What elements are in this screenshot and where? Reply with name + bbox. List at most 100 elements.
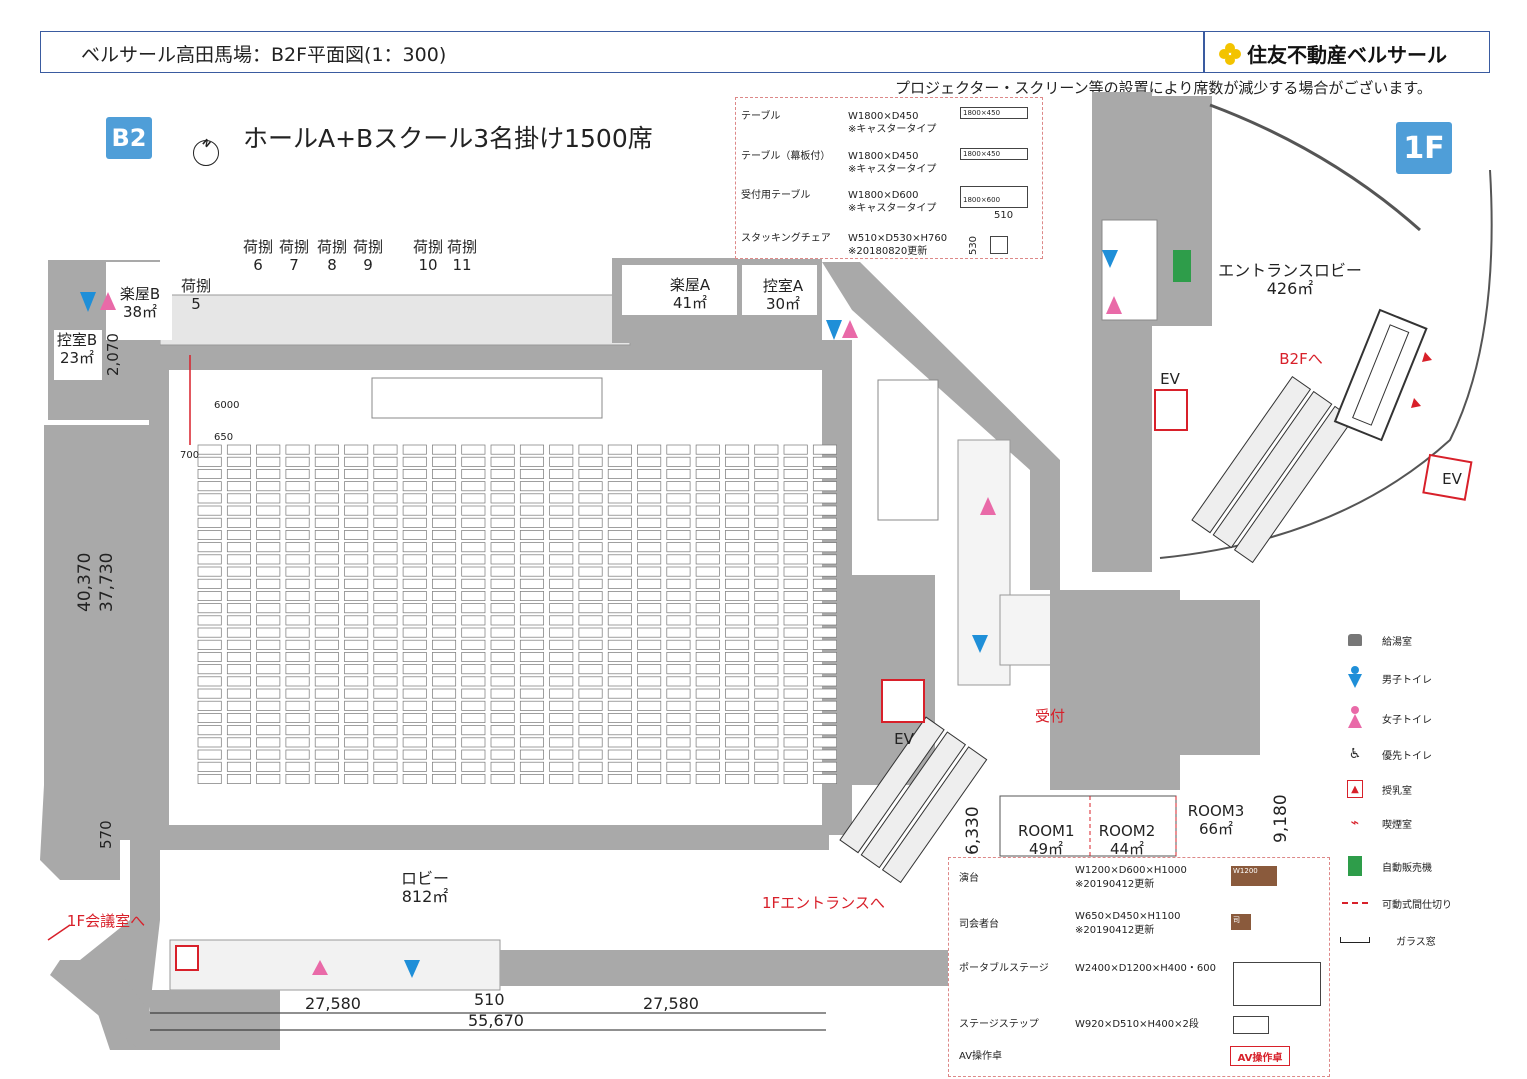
seat-row	[490, 676, 515, 687]
seat-row	[578, 615, 603, 626]
seat-row	[519, 591, 544, 601]
seat-row	[226, 554, 251, 565]
seat-row	[607, 517, 632, 528]
glass-window-icon	[1340, 937, 1370, 943]
seat-row	[725, 591, 750, 601]
seat-row	[549, 603, 574, 614]
seat-row	[373, 688, 398, 699]
seat-row	[519, 469, 544, 479]
seat-row	[578, 749, 603, 760]
seat-row	[549, 774, 574, 784]
seat-row	[373, 444, 398, 455]
seat-row	[256, 566, 281, 577]
male-marker-a	[826, 320, 842, 340]
dim-40370: 40,370	[75, 552, 95, 612]
seat-row	[812, 517, 837, 528]
seat-row	[607, 481, 632, 492]
seat-row	[402, 639, 427, 650]
seat-row	[549, 530, 574, 540]
seat-row	[519, 725, 544, 736]
seat-row	[461, 627, 486, 638]
seat-row	[402, 774, 427, 784]
seat-row	[490, 481, 515, 492]
seat-row	[373, 530, 398, 540]
seat-row	[256, 554, 281, 565]
seat-row	[812, 603, 837, 614]
wall-1f-core	[1092, 92, 1152, 572]
seat-row	[490, 615, 515, 626]
seat-row	[344, 737, 369, 748]
seat-row	[607, 530, 632, 540]
seat-row	[402, 481, 427, 492]
dim-570: 570	[97, 820, 115, 849]
seat-row	[695, 542, 720, 553]
seat-row	[725, 469, 750, 479]
seat-row	[578, 444, 603, 455]
seat-row	[490, 639, 515, 650]
seat-row	[344, 627, 369, 638]
brand-mark-icon	[1219, 42, 1241, 65]
seat-row	[490, 517, 515, 528]
seat-row	[637, 615, 662, 626]
seat-row	[256, 469, 281, 479]
seat-row	[783, 761, 808, 772]
seat-row	[285, 505, 310, 516]
seat-row	[578, 700, 603, 711]
seat-row	[637, 481, 662, 492]
dim-700: 700	[180, 450, 200, 461]
seat-row	[783, 554, 808, 565]
seat-row	[695, 652, 720, 662]
to-1f-entrance-label: 1Fエントランスへ	[762, 894, 885, 912]
seat-row	[725, 493, 750, 504]
room-waiting-b-label: 控室B 23㎡	[56, 331, 98, 367]
furniture-name-1: テーブル（幕板付）	[741, 151, 831, 162]
seat-row	[666, 652, 691, 662]
seat-row	[812, 481, 837, 492]
seat-row	[432, 481, 457, 492]
seat-row	[432, 505, 457, 516]
room-green-a	[622, 265, 737, 315]
seat-row	[461, 542, 486, 553]
seat-row	[607, 700, 632, 711]
seat-row	[725, 639, 750, 650]
seat-row	[285, 542, 310, 553]
seat-row	[812, 676, 837, 687]
seat-row	[314, 774, 339, 784]
seat-row	[461, 469, 486, 479]
elevator-label-b2: EV	[894, 730, 914, 748]
seat-row	[695, 676, 720, 687]
seat-row	[461, 639, 486, 650]
seat-row	[490, 578, 515, 589]
seat-row	[490, 591, 515, 601]
seat-row	[695, 664, 720, 675]
seat-row	[637, 456, 662, 467]
seat-row	[226, 578, 251, 589]
seat-row	[256, 615, 281, 626]
seat-row	[461, 725, 486, 736]
seat-row	[549, 554, 574, 565]
seat-row	[226, 444, 251, 455]
seat-row	[373, 725, 398, 736]
seat-row	[373, 591, 398, 601]
seat-row	[314, 652, 339, 662]
seat-row	[549, 493, 574, 504]
seat-row	[432, 603, 457, 614]
seat-row	[256, 713, 281, 723]
seat-row	[519, 627, 544, 638]
seat-row	[607, 761, 632, 772]
seat-row	[754, 456, 779, 467]
seat-row	[314, 493, 339, 504]
seat-row	[695, 481, 720, 492]
room-storage-7: 荷捌 7	[278, 238, 309, 274]
pot-icon	[1348, 634, 1362, 646]
seat-row	[373, 664, 398, 675]
lobby-label: ロビー 812㎡	[400, 869, 449, 906]
seat-row	[519, 652, 544, 662]
seat-row	[432, 676, 457, 687]
seat-row	[725, 627, 750, 638]
seat-row	[783, 676, 808, 687]
seat-row	[812, 664, 837, 675]
seat-row	[783, 774, 808, 784]
female-marker-core	[980, 497, 996, 515]
seat-row	[812, 456, 837, 467]
